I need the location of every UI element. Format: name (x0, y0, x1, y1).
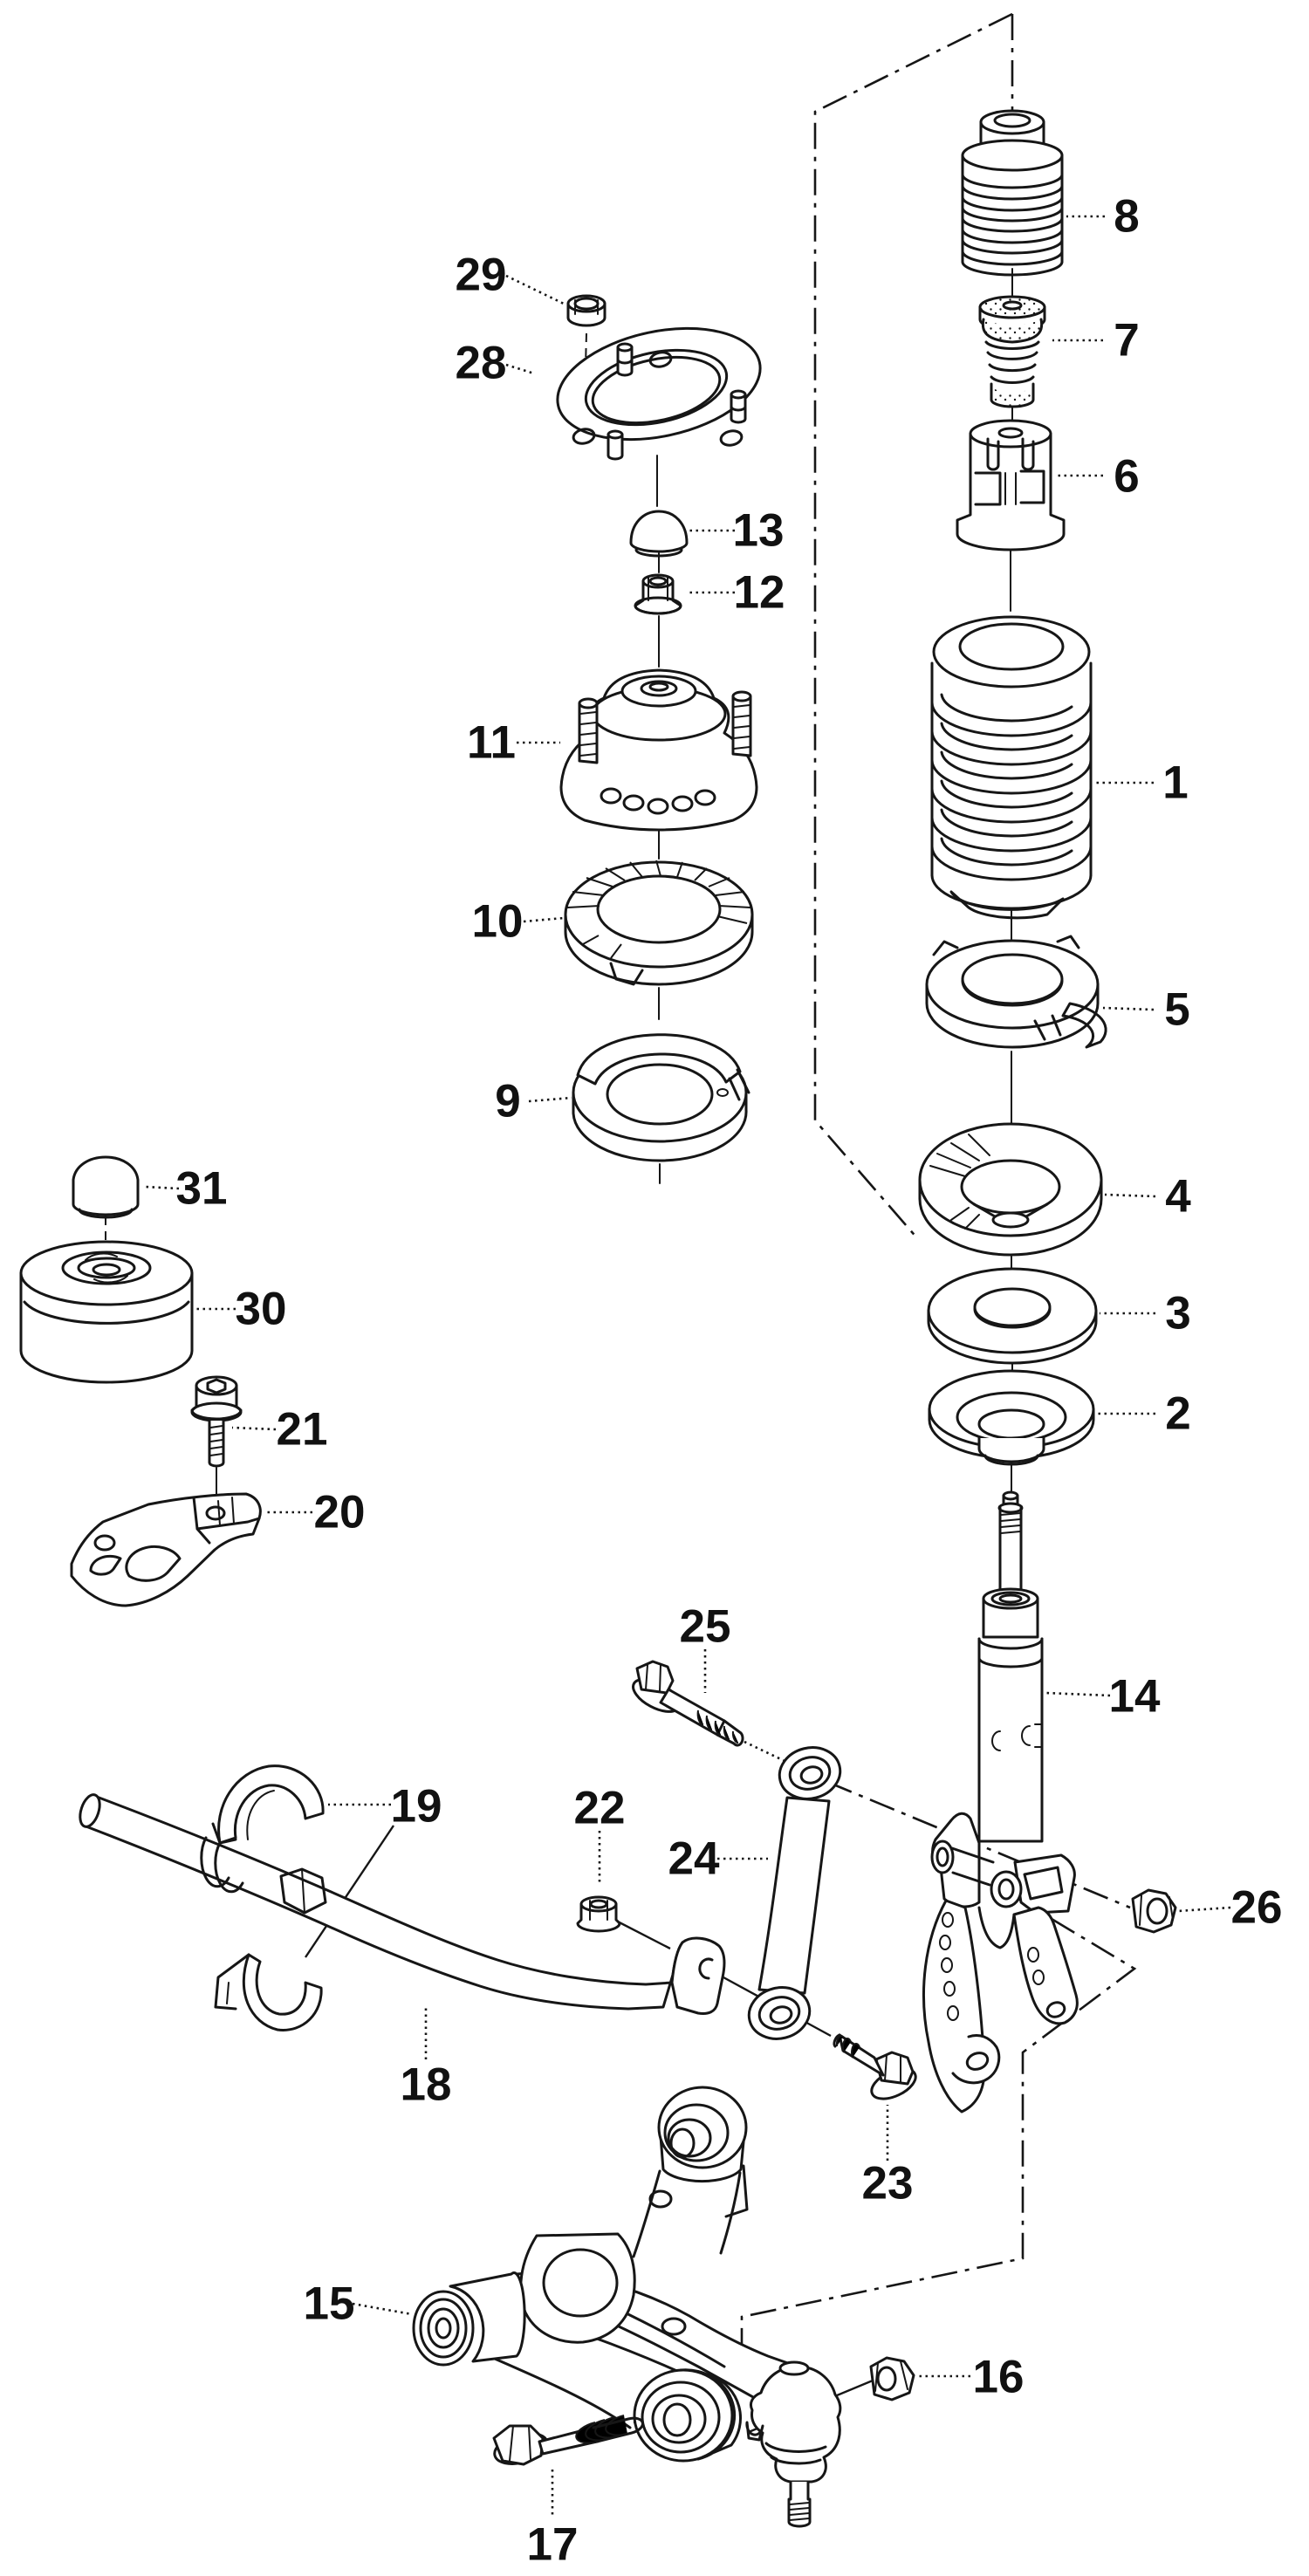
callout-9[interactable]: 9 (495, 1076, 520, 1127)
part-2-lower-spring-seat (928, 1369, 1095, 1466)
callout-18[interactable]: 18 (401, 2059, 452, 2111)
part-3-washer (927, 1267, 1098, 1365)
part-14-shock-absorber (922, 1490, 1079, 2114)
part-21-bolt (190, 1375, 243, 1468)
callout-22[interactable]: 22 (574, 1783, 626, 1834)
part-20-clamp-bracket (70, 1492, 262, 1607)
callout-16[interactable]: 16 (973, 2352, 1025, 2403)
callout-14[interactable]: 14 (1109, 1671, 1161, 1723)
part-30-bushing (19, 1240, 194, 1384)
part-9-spring-seat-ring (572, 1033, 750, 1162)
callout-11[interactable]: 11 (467, 717, 516, 769)
callout-21[interactable]: 21 (277, 1404, 328, 1456)
part-12-nut (634, 573, 682, 615)
part-22-nut (576, 1895, 621, 1933)
part-1-coil-spring (930, 615, 1093, 920)
callout-31[interactable]: 31 (176, 1163, 228, 1215)
part-16-nut (869, 2356, 915, 2401)
part-25-bolt (632, 1660, 744, 1747)
callout-17[interactable]: 17 (527, 2519, 579, 2571)
part-18-stabilizer-bar (79, 1793, 726, 2015)
callout-23[interactable]: 23 (862, 2158, 914, 2209)
part-24-stabilizer-link (747, 1746, 842, 2040)
callout-3[interactable]: 3 (1165, 1288, 1190, 1339)
callout-30[interactable]: 30 (236, 1284, 287, 1335)
part-28-mounting-plate (556, 326, 762, 461)
part-4-spring-pad (918, 1122, 1103, 1257)
callout-13[interactable]: 13 (733, 505, 785, 557)
callout-8[interactable]: 8 (1114, 191, 1139, 243)
callout-26[interactable]: 26 (1231, 1882, 1283, 1934)
part-8-protective-boot (961, 109, 1064, 277)
callout-15[interactable]: 15 (304, 2278, 355, 2330)
part-23-bolt (833, 2033, 917, 2100)
callout-7[interactable]: 7 (1114, 315, 1139, 367)
part-31-cap (72, 1155, 140, 1219)
part-17-bolt (492, 2415, 644, 2466)
callout-28[interactable]: 28 (456, 338, 507, 389)
part-13-cap (629, 510, 689, 558)
leader-lines (144, 215, 1231, 2515)
callout-1[interactable]: 1 (1162, 757, 1188, 809)
callout-19[interactable]: 19 (391, 1781, 442, 1833)
callout-25[interactable]: 25 (680, 1601, 731, 1653)
callout-24[interactable]: 24 (668, 1833, 720, 1885)
part-19-bushing-halves (211, 1764, 325, 2031)
part-10-bearing-ring (564, 860, 754, 986)
callout-2[interactable]: 2 (1165, 1388, 1190, 1440)
callout-labels: 29 28 13 12 11 10 9 8 7 6 1 5 4 3 2 14 2… (176, 191, 1283, 2571)
part-6-cap (956, 419, 1066, 552)
callout-12[interactable]: 12 (734, 567, 785, 619)
part-15-control-arm (412, 2086, 842, 2528)
part-5-upper-spring-seat (925, 935, 1107, 1049)
callout-6[interactable]: 6 (1114, 451, 1139, 503)
callout-29[interactable]: 29 (456, 250, 507, 301)
part-11-strut-mount (559, 668, 758, 832)
part-7-bump-stop (978, 295, 1046, 408)
part-26-nut (1131, 1888, 1177, 1934)
callout-4[interactable]: 4 (1165, 1171, 1191, 1223)
callout-10[interactable]: 10 (472, 896, 524, 948)
callout-5[interactable]: 5 (1164, 984, 1189, 1036)
part-29-nut (566, 294, 607, 327)
callout-20[interactable]: 20 (314, 1487, 366, 1538)
